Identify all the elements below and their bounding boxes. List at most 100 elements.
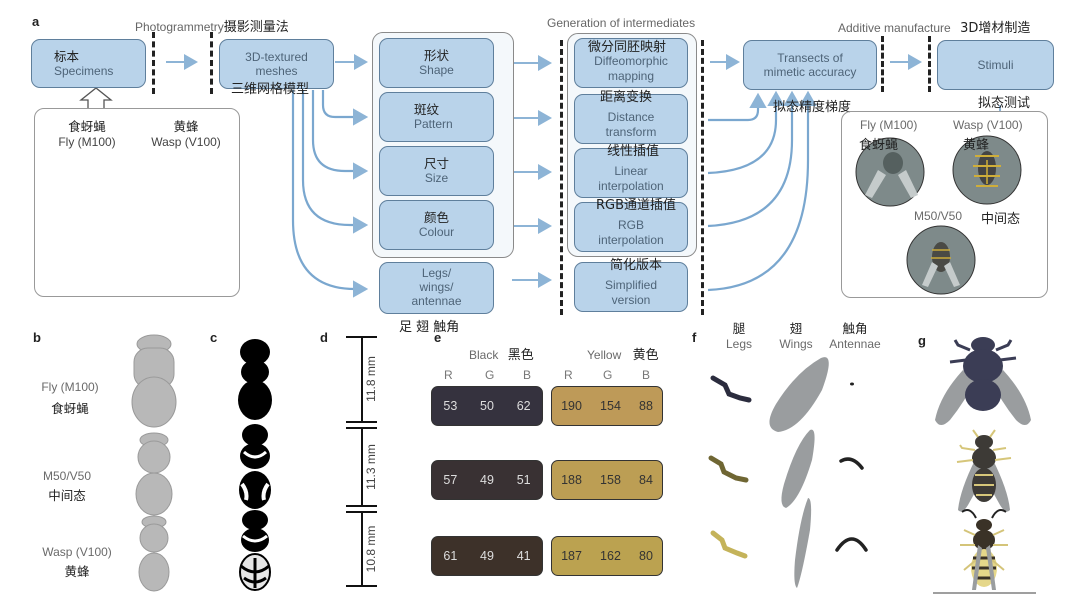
separator-dashed: [881, 36, 884, 92]
trait-label-zh: 斑纹: [414, 102, 440, 118]
panel-label-d: d: [320, 330, 328, 345]
additive-label-zh: 3D增材制造: [960, 21, 1031, 36]
panel-g-wasp-illustration: [933, 509, 1036, 594]
leg-fly: [710, 375, 752, 403]
method-label-line: Linear: [614, 164, 648, 179]
specimen-fly-en: Fly (M100): [58, 135, 116, 149]
trait-label: Pattern: [414, 117, 453, 132]
wing-wasp: [794, 498, 812, 588]
scale-length-label: 10.8 mm: [364, 525, 378, 573]
stimulus-mid-label-zh: 中间态: [981, 212, 1021, 227]
panel-d-scale-bars: [346, 336, 377, 587]
appendages-label-line: Legs/: [421, 266, 452, 281]
leg-mid: [708, 455, 749, 483]
black-header-zh: 黑色: [507, 348, 534, 363]
antenna-fly: [850, 382, 854, 386]
transects-label-zh: 拟态精度梯度: [773, 100, 852, 115]
panel-c-shapes: [238, 339, 272, 591]
stimuli-label: Stimuli: [977, 57, 1014, 72]
specimen-fly-label: 食蚜蝇 Fly (M100): [52, 116, 122, 149]
stimulus-wasp-disc: [952, 135, 1022, 205]
yellow-header-en: Yellow: [587, 348, 622, 362]
panel-label-b: b: [33, 330, 41, 345]
black-channel-value: 41: [516, 549, 531, 563]
method-label-line: mapping: [607, 68, 655, 83]
method-box-simplified: Simplified version: [574, 262, 688, 312]
panel-label-g: g: [918, 333, 926, 348]
method-label-line: Diffeomorphic: [594, 54, 668, 69]
panel-f-shapes: [708, 357, 868, 588]
stimulus-fly-label-zh: 食蚜蝇: [859, 138, 899, 153]
meshes-label-line1: 3D-textured: [245, 49, 308, 64]
yellow-channel-value: 158: [600, 473, 621, 487]
panel-b-row-en: Wasp (V100): [42, 545, 112, 559]
trait-box-pattern: 斑纹 Pattern: [379, 92, 494, 142]
appendages-label-line: wings/: [419, 280, 454, 295]
yellow-channel-value: 84: [639, 473, 653, 487]
method-label-zh: 距离变换: [600, 90, 653, 105]
curve-rgb-to-transects: [707, 90, 801, 228]
black-channel-value: 57: [443, 473, 458, 487]
panel-b-shapes: [131, 334, 177, 592]
appendages-box: Legs/ wings/ antennae: [379, 262, 494, 314]
black-channel-value: 53: [443, 399, 458, 413]
yellow-channel-value: 162: [600, 549, 621, 563]
meshes-label-line2: meshes: [255, 64, 298, 78]
panel-label-f: f: [692, 330, 697, 345]
black-header: Black 黑色: [469, 344, 534, 363]
specimen-wasp-zh: 黄蜂: [173, 119, 199, 134]
black-channel-value: 49: [480, 549, 494, 563]
appendages-label-zh: 足 翅 触角: [399, 320, 460, 335]
channel-header: B: [523, 368, 532, 382]
method-box-distance: Distance transform: [574, 94, 688, 144]
method-label-line: RGB: [617, 218, 644, 233]
stimulus-mid-label: M50/V50: [914, 209, 963, 223]
appendages-label-line: antennae: [411, 293, 462, 308]
method-label-zh: 线性插值: [607, 144, 660, 159]
trait-label: Colour: [418, 225, 455, 240]
meshes-label-zh: 三维网格模型: [231, 82, 310, 97]
trait-label-zh: 形状: [423, 48, 449, 64]
method-label-zh: 简化版本: [610, 258, 663, 273]
panel-b-row-fly: Fly (M100) 食蚜蝇: [36, 380, 104, 417]
method-box-rgb: RGB interpolation: [574, 202, 688, 252]
method-label-line: transform: [605, 124, 657, 139]
curve-linear-to-transects: [707, 90, 785, 175]
panel-label-e: e: [434, 330, 442, 345]
photogrammetry-label: Photogrammetry: [135, 20, 224, 34]
black-channel-value: 62: [516, 399, 531, 413]
panel-b-row-wasp: Wasp (V100) 黄蜂: [36, 545, 118, 580]
photogrammetry-label-zh: 摄影测量法: [223, 20, 289, 35]
yellow-swatch: 187 162 80: [551, 536, 663, 576]
stimulus-wasp-label: Wasp (V100): [953, 118, 1023, 132]
method-label-line: version: [611, 292, 651, 307]
curve-meshes-to-colour: [301, 90, 369, 234]
wing-mid: [781, 429, 815, 508]
method-label-line: Distance: [607, 110, 655, 125]
specimen-fly-zh: 食蚜蝇: [68, 119, 106, 134]
leg-wasp: [710, 530, 748, 559]
panel-g-mid-illustration: [956, 429, 1012, 512]
additive-label: Additive manufacture: [838, 21, 951, 35]
channel-header: G: [485, 368, 495, 382]
stage-header-intermediates: Generation of intermediates: [547, 16, 696, 30]
stimuli-label-zh: 拟态测试: [978, 96, 1031, 111]
panel-b-row-zh: 食蚜蝇: [51, 401, 89, 416]
yellow-channel-value: 188: [561, 473, 582, 487]
transects-label-line1: Transects of: [777, 50, 843, 65]
panel-b-row-en: M50/V50: [42, 469, 92, 483]
yellow-channel-value: 187: [561, 549, 582, 563]
separator-dashed: [210, 32, 213, 94]
trait-box-size: 尺寸 Size: [379, 146, 494, 196]
yellow-header-zh: 黄色: [632, 348, 659, 363]
specimens-label-zh: 标本: [54, 48, 80, 64]
yellow-channel-value: 80: [639, 549, 653, 563]
separator-dashed: [701, 40, 704, 315]
trait-label: Size: [424, 171, 449, 186]
panel-label-a: a: [32, 14, 40, 29]
method-label-line: interpolation: [598, 178, 664, 193]
panel-f-header-en: Legs: [725, 337, 753, 351]
